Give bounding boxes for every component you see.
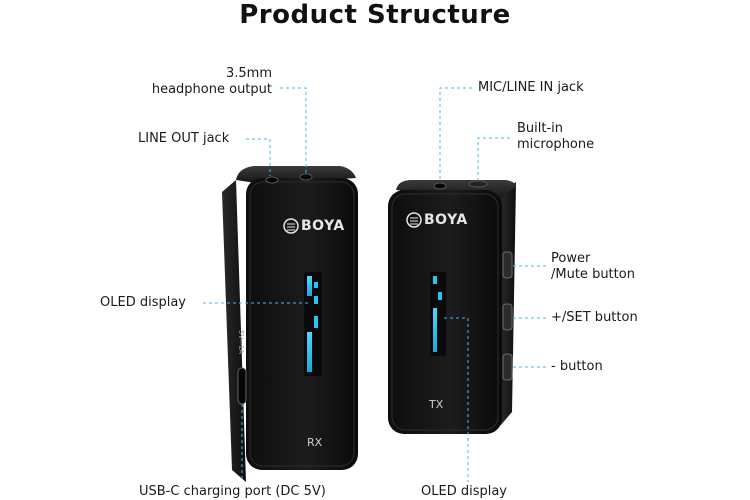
- tx-minus-button: [502, 353, 513, 381]
- label-oled-display-rx: OLED display: [100, 295, 186, 310]
- label-plus-set-button: +/SET button: [551, 310, 638, 325]
- boya-logo-icon: [283, 218, 299, 234]
- leader-lines: [203, 87, 546, 482]
- rx-line-out-jack: [265, 176, 279, 184]
- tx-builtin-microphone: [468, 180, 488, 188]
- label-power-mute-line2: /Mute button: [551, 267, 635, 282]
- label-minus-button: - button: [551, 359, 603, 374]
- rx-side-face: [222, 180, 246, 482]
- tx-device: [388, 180, 516, 434]
- label-headphone-output-line1: 3.5mm: [225, 66, 272, 81]
- tx-power-mute-button: [502, 251, 513, 279]
- tx-plus-set-button: [502, 303, 513, 331]
- label-headphone-output: 3.5mm headphone output: [152, 66, 272, 98]
- rx-device: [222, 166, 358, 482]
- label-power-mute-button: Power /Mute button: [551, 251, 635, 283]
- leader-headphone-output: [280, 87, 307, 174]
- rx-front-face: [246, 178, 358, 470]
- label-usb-c-port: USB-C charging port (DC 5V): [139, 484, 326, 499]
- page-title: Product Structure: [239, 0, 511, 30]
- rx-side-rating: 5V⎓1A: [237, 330, 245, 355]
- leader-line-out: [246, 138, 271, 176]
- tx-tag-label: TX: [429, 398, 444, 411]
- rx-brand-label: BOYA: [301, 218, 345, 234]
- label-headphone-output-line2: headphone output: [151, 82, 272, 97]
- label-line-out-jack: LINE OUT jack: [138, 131, 230, 146]
- boya-logo-icon: [406, 212, 422, 228]
- leader-builtin-mic: [477, 137, 510, 180]
- rx-tag-label: RX: [307, 436, 323, 449]
- label-builtin-microphone-line2: microphone: [517, 137, 595, 152]
- tx-brand-label: BOYA: [424, 212, 468, 228]
- label-power-mute-line1: Power: [551, 251, 591, 266]
- label-mic-line-in-jack: MIC/LINE IN jack: [478, 80, 584, 95]
- label-builtin-microphone-line1: Built-in: [517, 121, 564, 136]
- tx-mic-line-in-jack: [433, 182, 447, 190]
- rx-usb-c-port: [237, 367, 247, 405]
- rx-headphone-jack: [299, 173, 313, 181]
- leader-mic-line-in: [439, 87, 472, 182]
- rx-oled-display: [304, 272, 322, 376]
- label-builtin-microphone: Built-in microphone: [517, 121, 594, 153]
- label-oled-display-tx: OLED display: [421, 484, 507, 499]
- tx-oled-display: [430, 272, 446, 356]
